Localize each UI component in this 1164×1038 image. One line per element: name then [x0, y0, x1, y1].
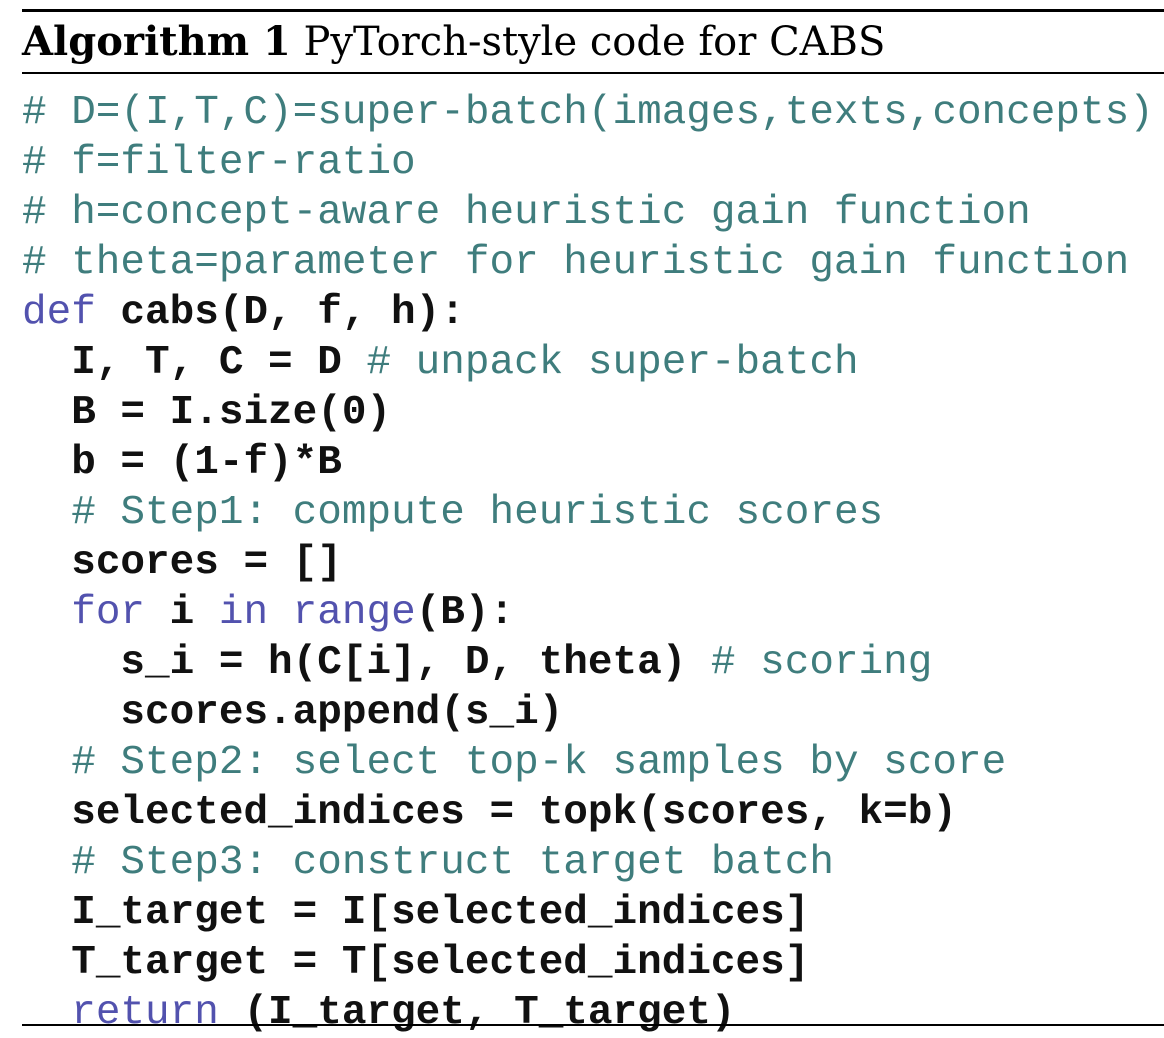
indent	[22, 340, 71, 386]
indent	[22, 990, 71, 1036]
code-text: cabs(D, f, h):	[95, 290, 465, 336]
code-block: # D=(I,T,C)=super-batch(images,texts,con…	[22, 88, 1154, 1038]
code-keyword: for	[71, 590, 146, 636]
code-comment: # Step1: compute heuristic scores	[71, 490, 884, 536]
code-comment: # f=filter-ratio	[22, 140, 416, 186]
code-line: return (I_target, T_target)	[22, 988, 1154, 1038]
code-text: B = I.size(0)	[71, 390, 392, 436]
code-comment: # D=(I,T,C)=super-batch(images,texts,con…	[22, 90, 1154, 136]
code-text: scores = []	[71, 540, 342, 586]
code-line: for i in range(B):	[22, 588, 1154, 638]
code-text: I_target = I[selected_indices]	[71, 890, 810, 936]
code-line: # D=(I,T,C)=super-batch(images,texts,con…	[22, 88, 1154, 138]
code-text: i	[145, 590, 219, 636]
code-line: # Step2: select top-k samples by score	[22, 738, 1154, 788]
code-comment: # theta=parameter for heuristic gain fun…	[22, 240, 1130, 286]
code-keyword: return	[71, 990, 219, 1036]
code-line: # theta=parameter for heuristic gain fun…	[22, 238, 1154, 288]
indent	[22, 440, 71, 486]
code-line: B = I.size(0)	[22, 388, 1154, 438]
code-line: # f=filter-ratio	[22, 138, 1154, 188]
code-keyword: range	[292, 590, 416, 636]
code-text: s_i = h(C[i], D, theta)	[120, 640, 711, 686]
indent	[22, 640, 120, 686]
indent	[22, 790, 71, 836]
indent	[22, 390, 71, 436]
indent	[22, 890, 71, 936]
code-line: s_i = h(C[i], D, theta) # scoring	[22, 638, 1154, 688]
indent	[22, 540, 71, 586]
code-comment: # h=concept-aware heuristic gain functio…	[22, 190, 1031, 236]
indent	[22, 940, 71, 986]
indent	[22, 490, 71, 536]
code-comment: # unpack super-batch	[366, 340, 859, 386]
code-line: # Step3: construct target batch	[22, 838, 1154, 888]
code-text: T_target = T[selected_indices]	[71, 940, 810, 986]
code-comment: # scoring	[710, 640, 933, 686]
code-comment: # Step2: select top-k samples by score	[71, 740, 1007, 786]
code-line: scores.append(s_i)	[22, 688, 1154, 738]
algorithm-label: Algorithm 1	[22, 18, 291, 65]
bottom-rule	[22, 1024, 1164, 1026]
indent	[22, 690, 120, 736]
algorithm-title: PyTorch-style code for CABS	[303, 19, 886, 65]
code-keyword: def	[22, 290, 96, 336]
code-text: selected_indices = topk(scores, k=b)	[71, 790, 957, 836]
code-keyword: in	[218, 590, 269, 636]
code-text	[268, 590, 293, 636]
code-line: # Step1: compute heuristic scores	[22, 488, 1154, 538]
code-line: I_target = I[selected_indices]	[22, 888, 1154, 938]
indent	[22, 740, 71, 786]
code-line: b = (1-f)*B	[22, 438, 1154, 488]
code-line: I, T, C = D # unpack super-batch	[22, 338, 1154, 388]
code-comment: # Step3: construct target batch	[71, 840, 834, 886]
top-rule	[22, 9, 1164, 12]
code-text: scores.append(s_i)	[120, 690, 564, 736]
caption-rule	[22, 72, 1164, 74]
code-line: def cabs(D, f, h):	[22, 288, 1154, 338]
code-line: T_target = T[selected_indices]	[22, 938, 1154, 988]
code-line: selected_indices = topk(scores, k=b)	[22, 788, 1154, 838]
code-text: (B):	[415, 590, 515, 636]
indent	[22, 840, 71, 886]
indent	[22, 590, 71, 636]
code-text: (I_target, T_target)	[218, 990, 736, 1036]
code-line: # h=concept-aware heuristic gain functio…	[22, 188, 1154, 238]
code-text: b = (1-f)*B	[71, 440, 342, 486]
algorithm-caption: Algorithm 1 PyTorch-style code for CABS	[22, 14, 885, 70]
code-text: I, T, C = D	[71, 340, 367, 386]
code-line: scores = []	[22, 538, 1154, 588]
